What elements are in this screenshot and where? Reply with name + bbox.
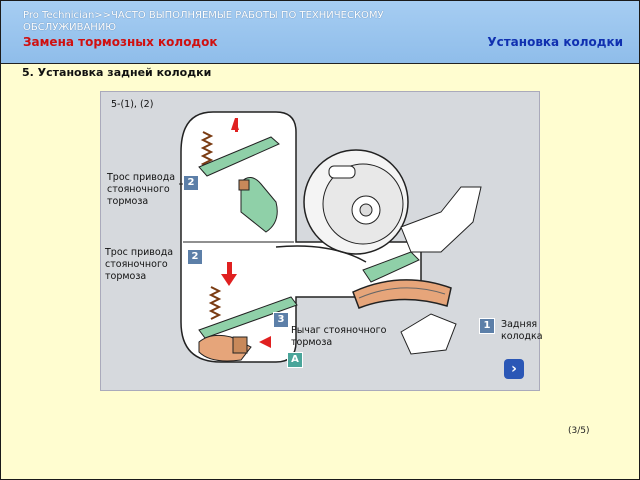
- header-bar: Pro Technician>>ЧАСТО ВЫПОЛНЯЕМЫЕ РАБОТЫ…: [1, 1, 639, 64]
- section-title: Установка колодки: [487, 35, 623, 49]
- cable-label-lower: Трос привода стояночного тормоза: [105, 247, 174, 282]
- page-counter: (3/5): [568, 426, 590, 436]
- brake-illustration: [179, 111, 495, 363]
- cable-label-upper: Трос привода стояночного тормоза: [107, 172, 176, 207]
- badge-2-lower: 2: [187, 249, 203, 265]
- badge-3: 3: [273, 312, 289, 328]
- figure-ref: 5-(1), (2): [111, 99, 154, 110]
- next-button[interactable]: ›: [504, 359, 524, 379]
- badge-1: 1: [479, 318, 495, 334]
- lever-label: Рычаг стояночного тормоза: [291, 325, 387, 348]
- badge-a: A: [287, 352, 303, 368]
- badge-2-upper: 2: [183, 175, 199, 191]
- illustration-panel: 5-(1), (2) Трос привода стояночного торм…: [100, 91, 543, 391]
- breadcrumb[interactable]: Pro Technician>>ЧАСТО ВЫПОЛНЯЕМЫЕ РАБОТЫ…: [23, 10, 384, 33]
- page-subtitle: Замена тормозных колодок: [23, 35, 218, 49]
- step-title: 5. Установка задней колодки: [22, 66, 212, 79]
- shoe-label: Задняя колодка: [501, 319, 543, 342]
